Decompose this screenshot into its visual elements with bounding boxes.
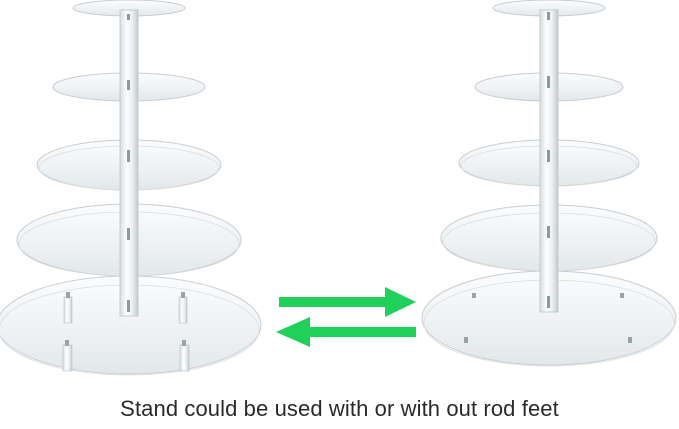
arrow-right-icon — [279, 287, 416, 317]
tier-1-plate — [421, 270, 677, 367]
center-rod — [539, 9, 559, 313]
swap-arrows — [276, 287, 416, 347]
caption-text: Stand could be used with or with out rod… — [120, 396, 559, 421]
stand-without-rod-feet — [421, 0, 677, 367]
rod-feet — [62, 292, 190, 372]
arrow-left-icon — [276, 317, 416, 347]
center-rod — [119, 9, 139, 317]
stand-with-rod-feet — [0, 0, 262, 376]
